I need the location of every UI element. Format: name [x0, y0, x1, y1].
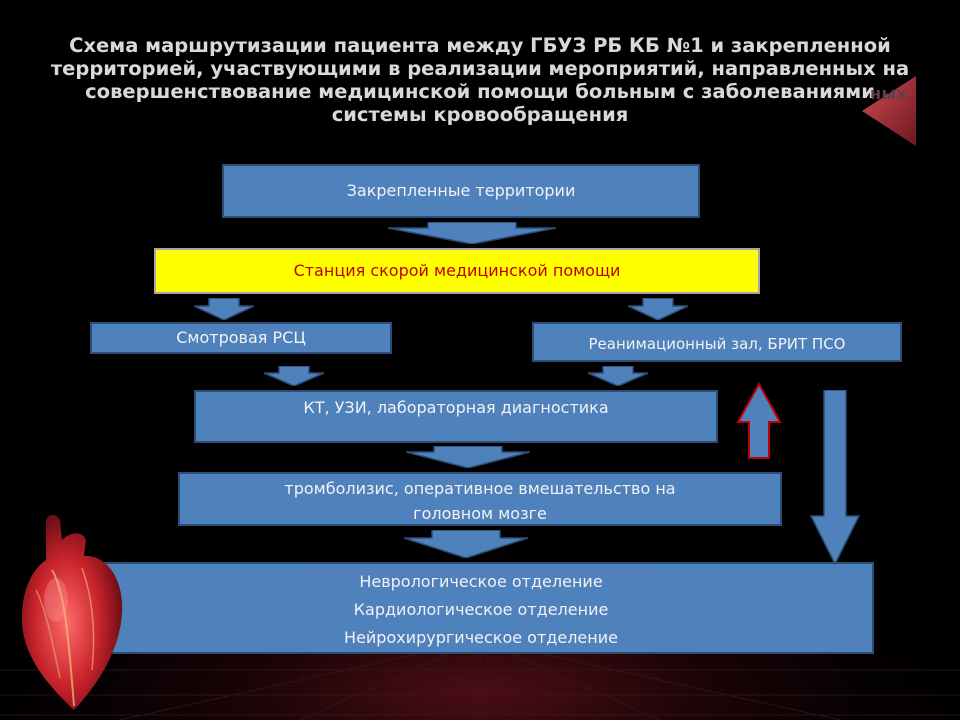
department-neurology: Неврологическое отделение: [359, 572, 603, 591]
down-arrow-icon: [388, 222, 556, 244]
down-arrow-icon: [404, 530, 528, 558]
node-territories-label: Закрепленные территории: [346, 181, 576, 200]
down-arrow-icon: [264, 366, 324, 386]
down-arrow-icon: [588, 366, 648, 386]
node-resus: Реанимационный зал, БРИТ ПСО: [532, 322, 902, 362]
node-diagnostics: КТ, УЗИ, лабораторная диагностика: [194, 390, 718, 443]
down-arrow-icon: [628, 298, 688, 320]
node-rsc: Смотровая РСЦ: [90, 322, 392, 354]
corner-triangle-icon: [862, 76, 916, 146]
department-cardiology: Кардиологическое отделение: [353, 600, 609, 619]
diagram-title: Схема маршрутизации пациента между ГБУЗ …: [50, 34, 910, 126]
node-rsc-label: Смотровая РСЦ: [176, 328, 306, 347]
node-thrombolysis: тромболизис, оперативное вмешательство н…: [178, 472, 782, 526]
node-thrombolysis-line2: головном мозге: [413, 504, 547, 523]
node-thrombolysis-line1: тромболизис, оперативное вмешательство н…: [284, 479, 676, 498]
node-ambulance: Станция скорой медицинской помощи: [154, 248, 760, 294]
down-arrow-icon: [810, 390, 860, 566]
node-ambulance-label: Станция скорой медицинской помощи: [293, 261, 621, 280]
node-resus-label: Реанимационный зал, БРИТ ПСО: [588, 335, 846, 353]
node-territories: Закрепленные территории: [222, 164, 700, 218]
heart-illustration-icon: [21, 514, 123, 710]
corner-text-fragment: ных: [870, 84, 908, 103]
node-departments: Неврологическое отделение Кардиологическ…: [88, 562, 874, 654]
up-arrow-icon: [736, 382, 782, 459]
department-neurosurgery: Нейрохирургическое отделение: [344, 628, 618, 647]
down-arrow-icon: [406, 446, 530, 468]
down-arrow-icon: [194, 298, 254, 320]
node-diagnostics-label: КТ, УЗИ, лабораторная диагностика: [303, 398, 609, 417]
